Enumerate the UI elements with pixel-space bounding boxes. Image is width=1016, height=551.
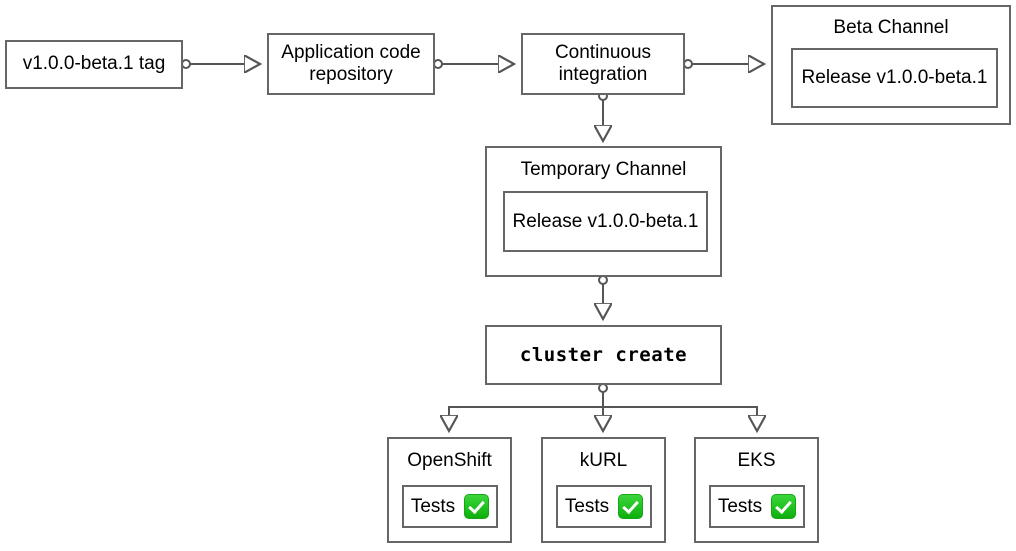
node-beta-channel[interactable]: Beta Channel Release v1.0.0-beta.1 bbox=[771, 5, 1011, 125]
node-beta-channel-release-label: Release v1.0.0-beta.1 bbox=[801, 67, 988, 88]
node-eks-tests-label: Tests bbox=[717, 495, 763, 517]
node-cluster-create-label: cluster create bbox=[519, 343, 688, 366]
node-eks-tests-row: Tests bbox=[717, 494, 797, 519]
node-eks-title: EKS bbox=[737, 450, 776, 471]
node-continuous-integration-label: Continuous integration bbox=[554, 41, 652, 85]
check-mark-icon bbox=[771, 494, 797, 519]
edge-ci-to-temporary-channel bbox=[599, 91, 607, 141]
node-eks-tests[interactable]: Tests bbox=[709, 485, 805, 528]
node-openshift-tests-label: Tests bbox=[410, 495, 456, 517]
node-tag-label: v1.0.0-beta.1 tag bbox=[22, 53, 166, 75]
node-beta-channel-title: Beta Channel bbox=[833, 17, 949, 38]
edge-cluster-create-to-eks bbox=[602, 392, 757, 431]
node-kurl-tests-label: Tests bbox=[564, 495, 610, 517]
edge-cluster-create-to-openshift bbox=[449, 383, 608, 431]
check-mark-icon bbox=[464, 494, 490, 519]
node-openshift[interactable]: OpenShift Tests bbox=[387, 437, 512, 543]
node-tag[interactable]: v1.0.0-beta.1 tag bbox=[5, 40, 183, 89]
node-temporary-channel-title: Temporary Channel bbox=[520, 159, 687, 180]
node-cluster-create[interactable]: cluster create bbox=[485, 325, 722, 385]
edge-temporary-channel-to-cluster-create bbox=[599, 275, 607, 319]
node-temporary-channel-release-label: Release v1.0.0-beta.1 bbox=[512, 210, 699, 232]
node-temporary-channel-release[interactable]: Release v1.0.0-beta.1 bbox=[503, 191, 708, 252]
edge-tag-to-repo bbox=[181, 60, 260, 68]
edge-repo-to-ci bbox=[433, 60, 514, 68]
node-openshift-tests[interactable]: Tests bbox=[402, 485, 498, 528]
node-continuous-integration[interactable]: Continuous integration bbox=[521, 33, 685, 95]
node-kurl-tests[interactable]: Tests bbox=[556, 485, 652, 528]
node-application-code-repository-label: Application code repository bbox=[281, 41, 421, 85]
node-kurl-tests-row: Tests bbox=[564, 494, 644, 519]
node-openshift-tests-row: Tests bbox=[410, 494, 490, 519]
node-beta-channel-release[interactable]: Release v1.0.0-beta.1 bbox=[791, 48, 998, 108]
node-eks[interactable]: EKS Tests bbox=[694, 437, 819, 543]
check-mark-icon bbox=[618, 494, 644, 519]
node-openshift-title: OpenShift bbox=[407, 450, 492, 471]
edge-ci-to-beta-channel bbox=[683, 60, 764, 68]
node-application-code-repository[interactable]: Application code repository bbox=[267, 33, 435, 95]
node-temporary-channel[interactable]: Temporary Channel Release v1.0.0-beta.1 bbox=[485, 146, 722, 277]
node-kurl-title: kURL bbox=[579, 450, 628, 471]
node-kurl[interactable]: kURL Tests bbox=[541, 437, 666, 543]
